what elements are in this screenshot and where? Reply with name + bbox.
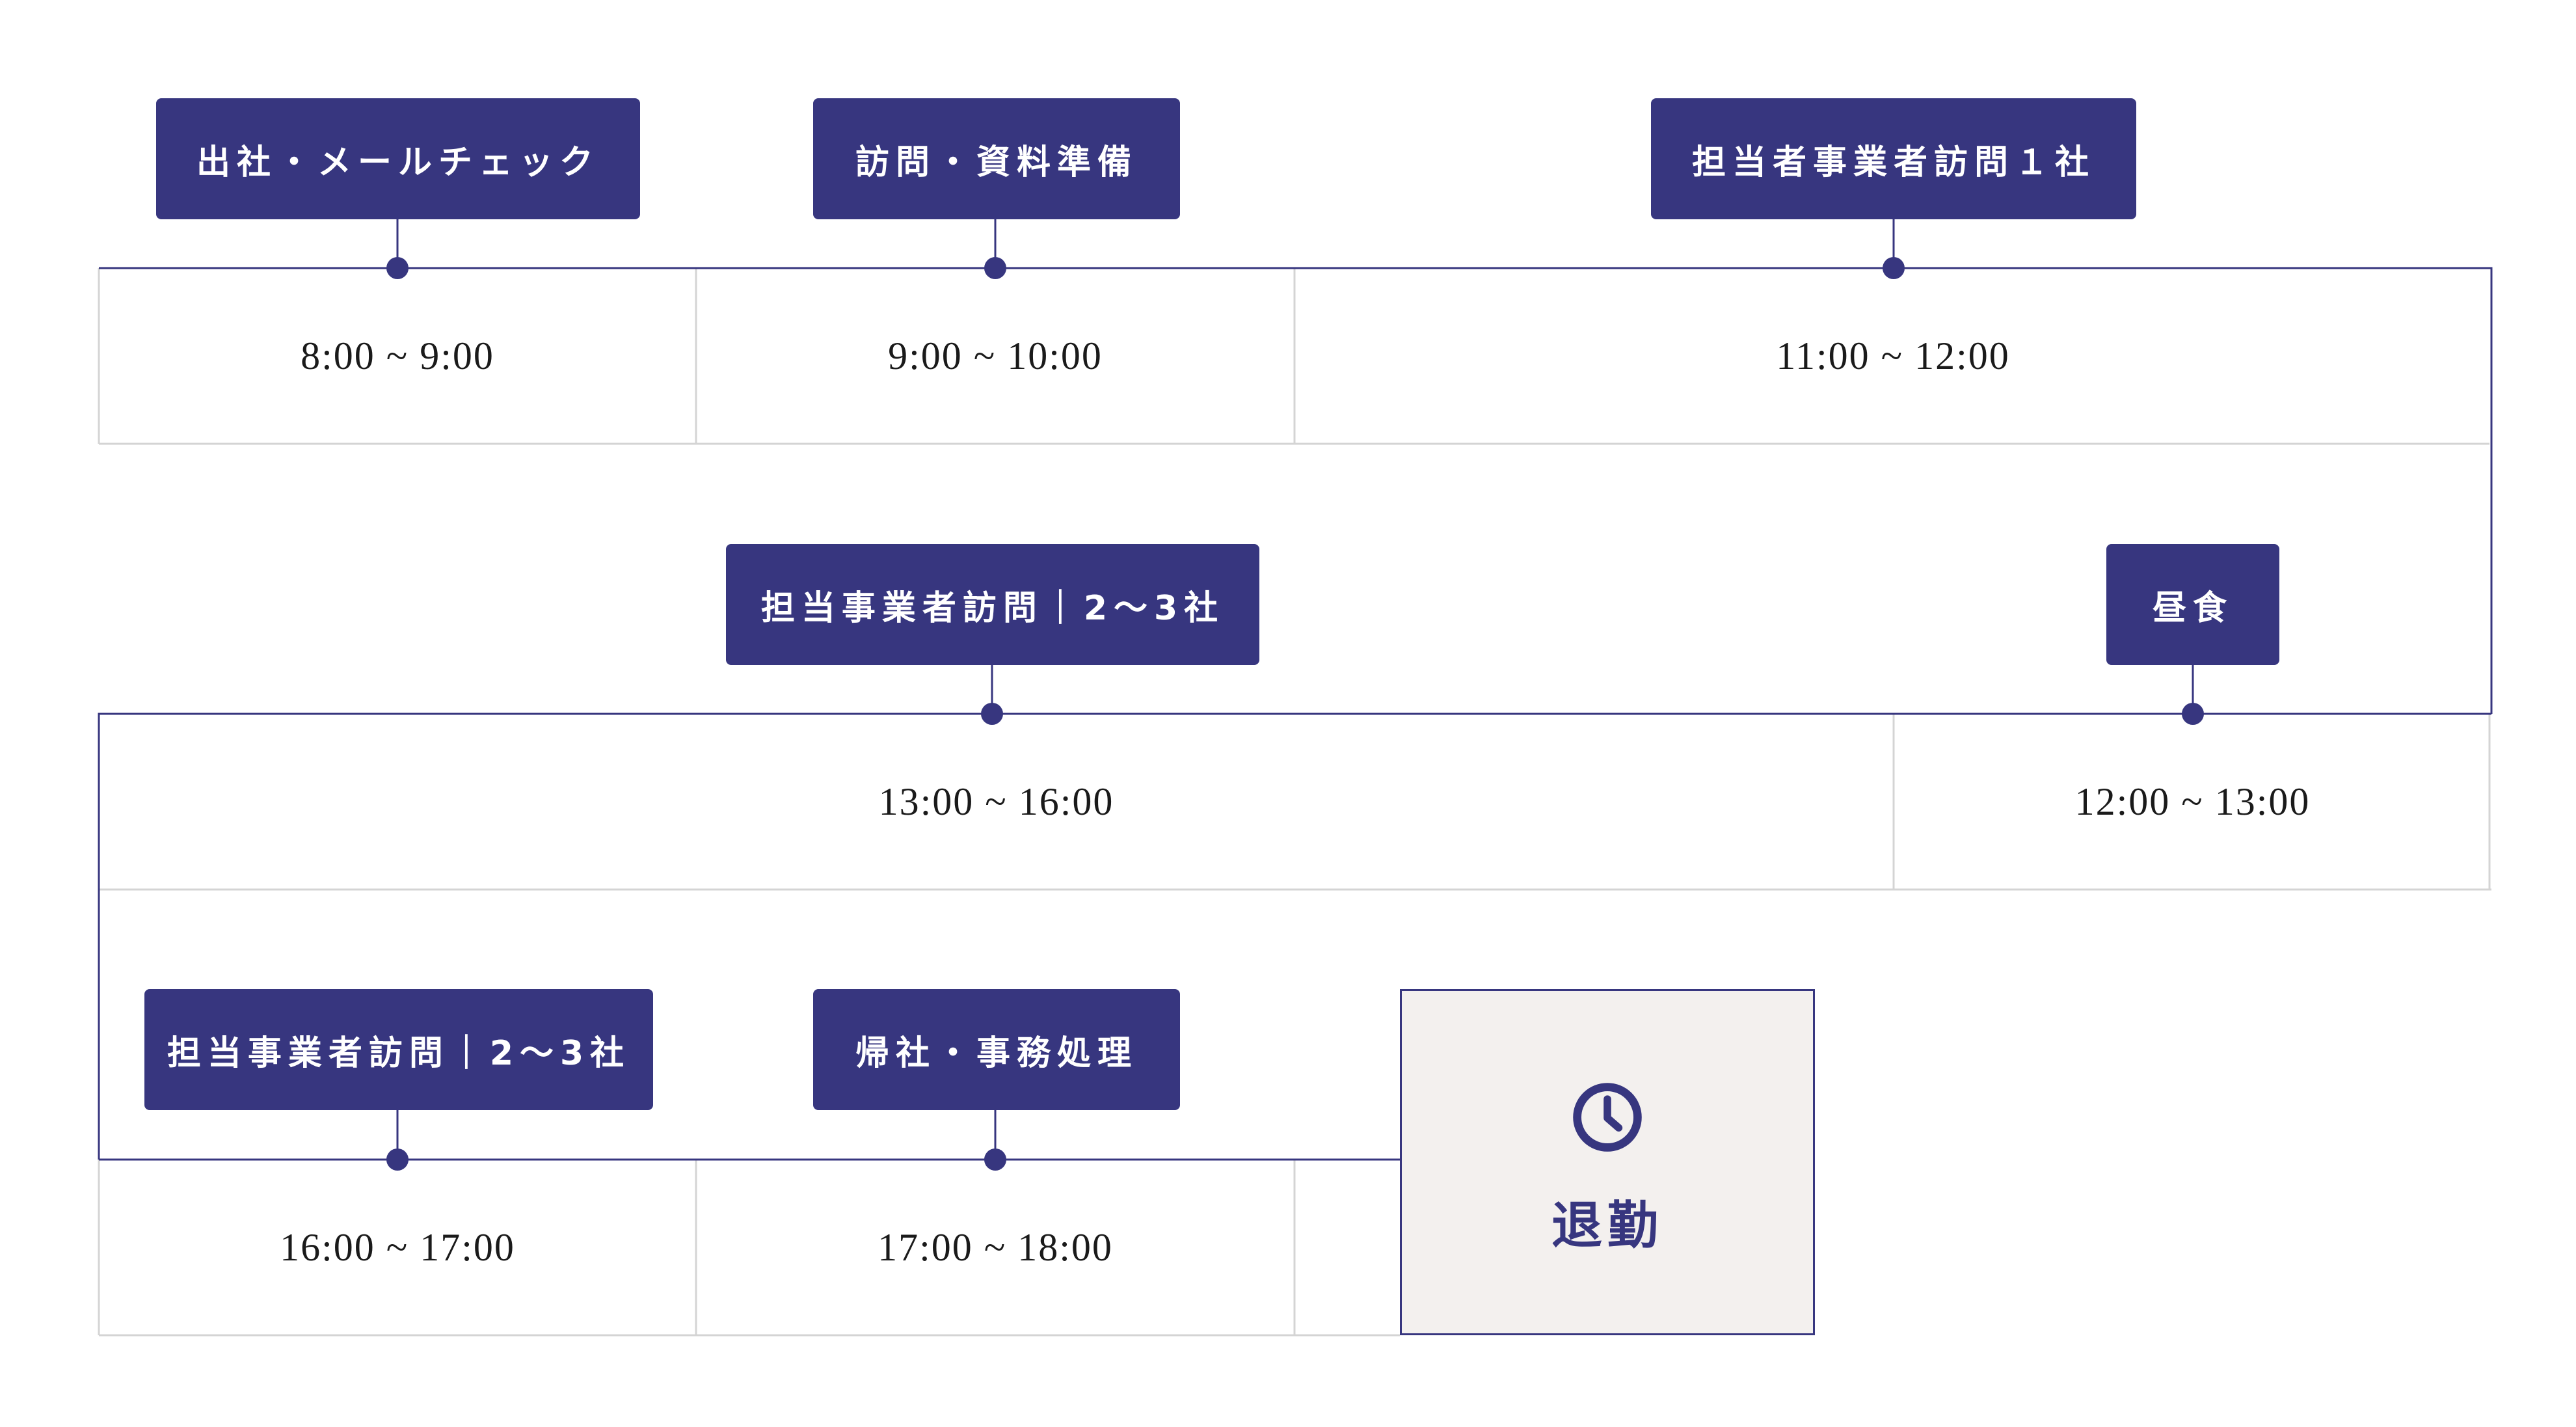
timeline-dot xyxy=(984,1148,1006,1171)
time-slot: 12:00 ~ 13:00 xyxy=(2074,780,2311,823)
row2-timeline-line xyxy=(98,713,2491,1160)
time-slot: 16:00 ~ 17:00 xyxy=(280,1225,515,1269)
task-box: 担当事業者訪問｜2〜3社 xyxy=(726,544,1259,665)
clock-icon xyxy=(1573,1083,1642,1152)
task-box: 担当者事業者訪問１社 xyxy=(1651,98,2136,219)
task-box: 担当事業者訪問｜2〜3社 xyxy=(144,989,653,1110)
time-slot: 8:00 ~ 9:00 xyxy=(301,334,494,377)
timeline-dot xyxy=(1883,257,1905,279)
task-box: 訪問・資料準備 xyxy=(813,98,1180,219)
task-box: 昼食 xyxy=(2106,544,2279,665)
row2-cell-borders xyxy=(99,714,2491,891)
row1-cell-borders xyxy=(99,268,2489,445)
end-of-day-card: 退勤 xyxy=(1400,989,1815,1335)
time-slot: 9:00 ~ 10:00 xyxy=(888,334,1103,377)
task-box: 出社・メールチェック xyxy=(156,98,640,219)
timeline-dot xyxy=(984,257,1006,279)
row3-cell-borders xyxy=(98,1160,1400,1337)
time-slot: 11:00 ~ 12:00 xyxy=(1776,334,2010,377)
task-box: 帰社・事務処理 xyxy=(813,989,1180,1110)
time-slot: 13:00 ~ 16:00 xyxy=(878,780,1114,823)
timeline-dot xyxy=(386,257,409,279)
row1-timeline-line xyxy=(99,267,2493,714)
timeline-dot xyxy=(981,703,1003,725)
timeline-dot xyxy=(386,1148,409,1171)
timeline-dot xyxy=(2182,703,2204,725)
end-of-day-label: 退勤 xyxy=(1551,1197,1663,1255)
time-slot: 17:00 ~ 18:00 xyxy=(878,1225,1113,1269)
